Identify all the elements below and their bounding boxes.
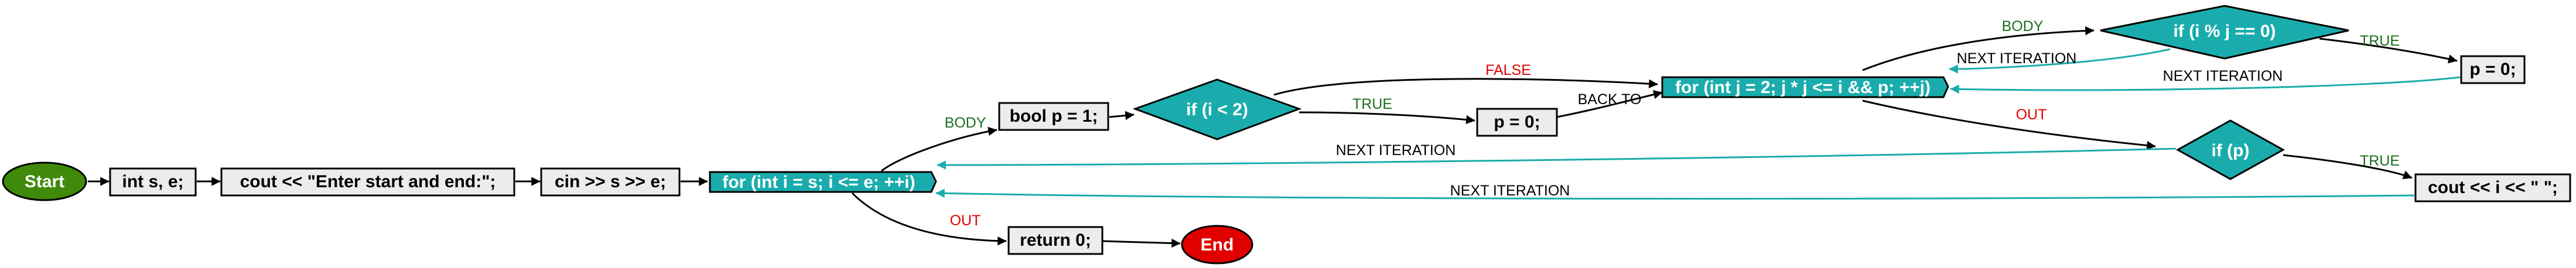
node-if-p[interactable]: if (p) xyxy=(2175,119,2285,180)
edge-labels: BODY OUT FALSE TRUE BACK TO BODY NEXT IT… xyxy=(945,18,2400,229)
node-p-zero-a[interactable]: p = 0; xyxy=(1476,108,1558,137)
print-i-box xyxy=(2414,173,2571,202)
edge-label-back-to: BACK TO xyxy=(1578,91,1642,108)
end-terminal-shape xyxy=(1181,225,1253,264)
start-label: Start xyxy=(25,172,64,191)
node-return[interactable]: return 0; xyxy=(1007,226,1103,255)
edge-p0-next xyxy=(1950,76,2461,94)
edges xyxy=(88,26,2461,248)
node-if-lt2[interactable]: if (i < 2) xyxy=(1132,78,1302,140)
edge-boolp-to-if-lt2 xyxy=(1109,111,1135,121)
if-p-diamond xyxy=(2175,119,2285,180)
if-mod-label: if (i % j == 0) xyxy=(2173,22,2276,41)
input-label: cin >> s >> e; xyxy=(555,172,666,191)
p-zero-b-label: p = 0; xyxy=(2469,60,2516,79)
edge-label-print-next: NEXT ITERATION xyxy=(1450,183,1570,199)
edge-mod-next xyxy=(1949,48,2171,74)
input-box xyxy=(540,167,681,197)
outer-loop-label: for (int i = s; i <= e; ++i) xyxy=(722,173,915,192)
edge-inner-body xyxy=(1862,26,2095,71)
decl-label: int s, e; xyxy=(122,172,183,191)
edge-lt2-true xyxy=(1299,111,1475,125)
node-outer-loop[interactable]: for (int i = s; i <= e; ++i) xyxy=(709,171,937,193)
edge-label-p0-next: NEXT ITERATION xyxy=(2163,68,2283,84)
decl-box xyxy=(109,167,197,197)
return-box xyxy=(1007,226,1103,255)
if-lt2-label: if (i < 2) xyxy=(1186,100,1248,119)
if-lt2-diamond xyxy=(1132,78,1302,140)
edge-label-lt2-false: FALSE xyxy=(1485,62,1531,78)
edge-outer-body xyxy=(881,126,997,172)
if-p-label: if (p) xyxy=(2212,141,2250,160)
outer-loop-shape xyxy=(709,171,937,193)
inner-loop-label: for (int j = 2; j * j <= i && p; ++j) xyxy=(1675,78,1931,97)
bool-p-box xyxy=(998,102,1109,131)
edge-return-to-end xyxy=(1102,238,1181,248)
node-bool-p[interactable]: bool p = 1; xyxy=(998,102,1109,131)
node-if-mod[interactable]: if (i % j == 0) xyxy=(2100,5,2349,60)
nodes: Start int s, e; cout << "Enter start and… xyxy=(2,5,2571,264)
edge-label-inner-out: OUT xyxy=(2016,106,2047,123)
edge-back-to xyxy=(1556,90,1663,118)
if-mod-diamond xyxy=(2100,5,2349,60)
edge-label-outer-out: OUT xyxy=(950,212,981,229)
edge-label-ifp-true: TRUE xyxy=(2360,153,2400,169)
node-print-i[interactable]: cout << i << " "; xyxy=(2414,173,2571,202)
edge-inner-out xyxy=(1862,99,2156,150)
node-decl[interactable]: int s, e; xyxy=(109,167,197,197)
node-inner-loop[interactable]: for (int j = 2; j * j <= i && p; ++j) xyxy=(1661,76,1949,98)
inner-loop-shape xyxy=(1661,76,1949,98)
edge-label-outer-body: BODY xyxy=(945,115,986,131)
start-terminal-shape xyxy=(2,162,87,201)
edge-outer-out xyxy=(851,192,1007,246)
end-label: End xyxy=(1201,235,1234,255)
p-zero-b-box xyxy=(2460,55,2526,84)
node-end[interactable]: End xyxy=(1181,225,1253,264)
edge-lt2-false xyxy=(1273,78,1658,96)
edge-ifp-next xyxy=(937,147,2177,170)
p-zero-a-label: p = 0; xyxy=(1494,112,1540,132)
print-i-label: cout << i << " "; xyxy=(2428,178,2558,197)
p-zero-a-box xyxy=(1476,108,1558,137)
edge-ifp-true xyxy=(2283,154,2413,180)
node-p-zero-b[interactable]: p = 0; xyxy=(2460,55,2526,84)
prompt-box xyxy=(220,167,515,197)
edge-mod-true xyxy=(2319,37,2458,64)
edge-print-next xyxy=(935,188,2415,200)
node-input[interactable]: cin >> s >> e; xyxy=(540,167,681,197)
edge-label-ifp-next: NEXT ITERATION xyxy=(1336,142,1456,159)
edge-label-inner-body: BODY xyxy=(2002,18,2044,35)
prompt-label: cout << "Enter start and end:"; xyxy=(240,172,496,191)
edge-label-mod-true: TRUE xyxy=(2360,33,2400,49)
bool-p-label: bool p = 1; xyxy=(1010,106,1098,126)
node-prompt[interactable]: cout << "Enter start and end:"; xyxy=(220,167,515,197)
node-start[interactable]: Start xyxy=(2,162,87,201)
return-label: return 0; xyxy=(1020,231,1091,250)
edge-label-mod-next: NEXT ITERATION xyxy=(1957,50,2077,67)
edge-label-lt2-true: TRUE xyxy=(1352,96,1392,112)
